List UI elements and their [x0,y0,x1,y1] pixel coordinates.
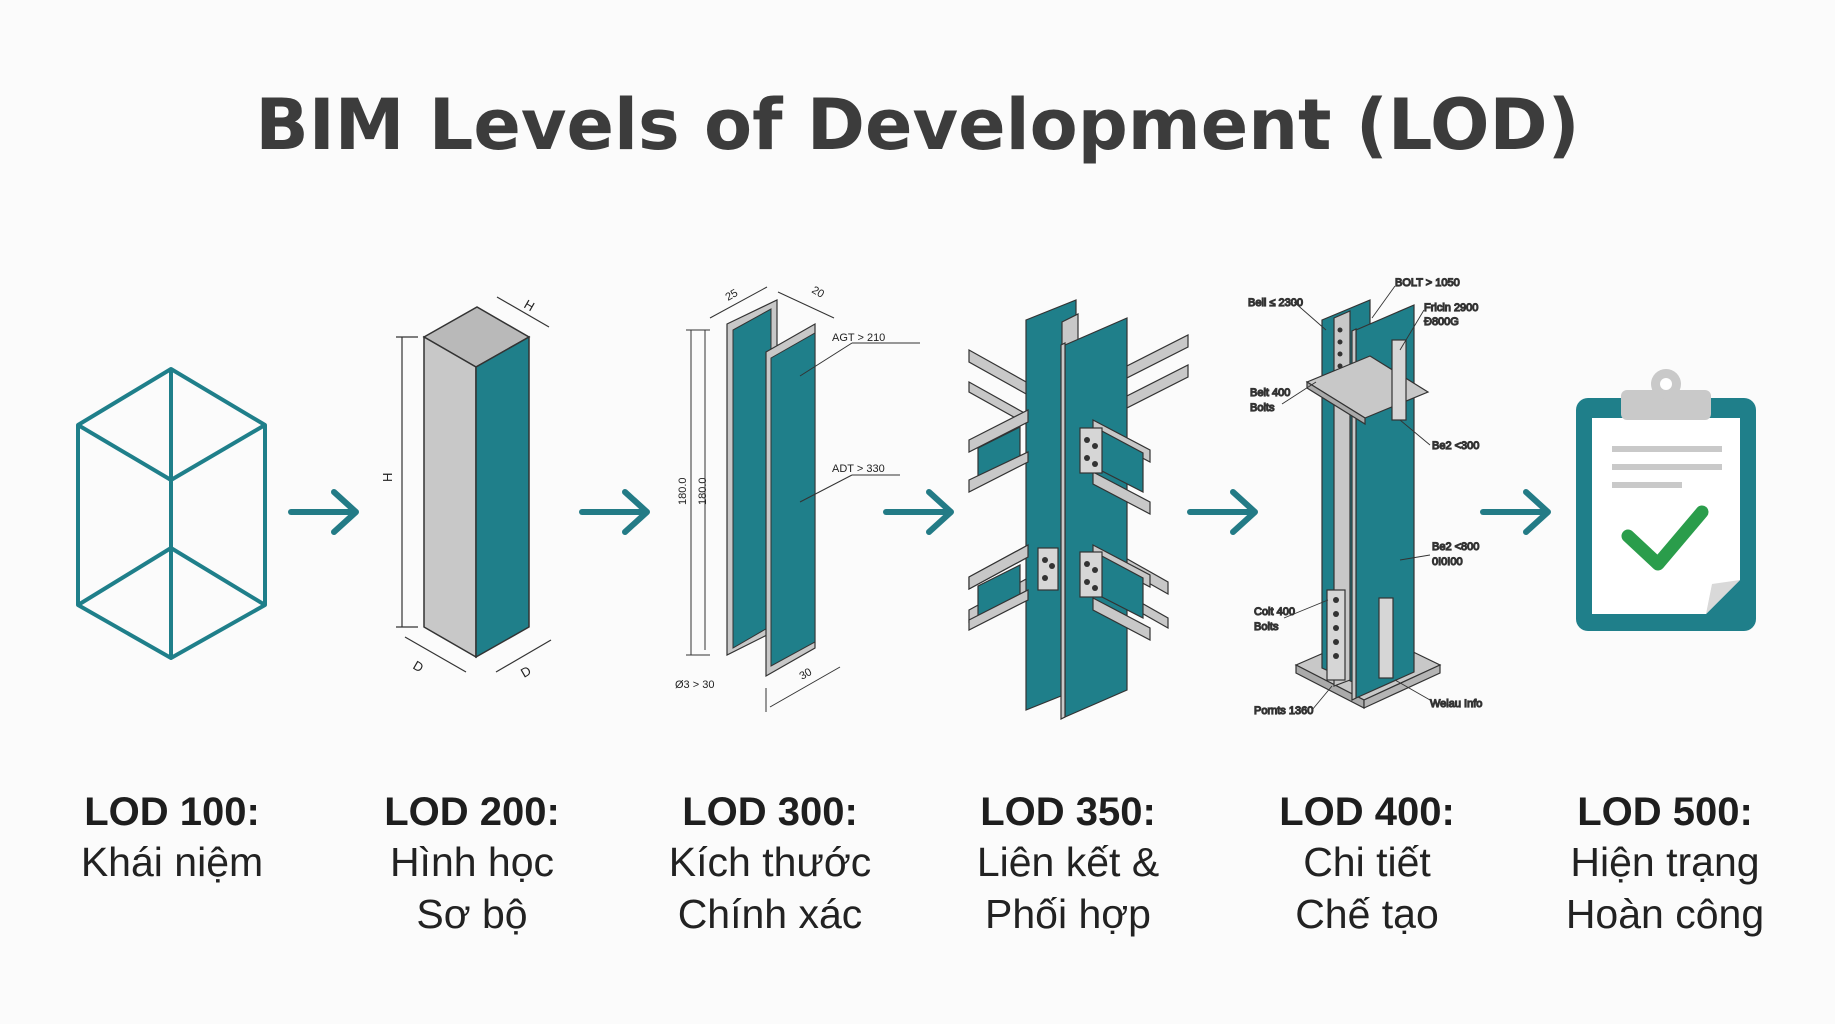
stage-code: LOD 200: [384,790,560,834]
lod300-column: 25 20 180.0 180.0 AGT > 210 ADT > 330 Ø3… [675,284,920,712]
stage-lod100: LOD 100: Khái niệm [22,788,322,888]
lod400-fabrication-detail: Bell ≤ 2300 BOLT > 1050 Fricin 2900 Ð800… [1247,276,1483,717]
lod350-column-with-beams [968,299,1189,720]
stage-lod300: LOD 300: Kích thước Chính xác [620,788,920,940]
stage-line1: Khái niệm [80,839,264,885]
lod400-annotation-belt2: Bolts [1250,402,1275,414]
stage-code: LOD 400: [1279,790,1455,834]
lod400-annotation-colt: Colt 400 [1254,606,1295,618]
lod300-annotation-agt: AGT > 210 [832,332,885,344]
lod300-annotation-adt: ADT > 330 [832,463,885,475]
stage-line2: Hoàn công [1565,891,1765,937]
lod400-annotation-be2a: Be2 <300 [1432,440,1479,452]
arrow-1-icon [288,489,359,535]
arrow-2-icon [579,489,650,535]
lod200-dim-d-right: D [518,663,534,681]
lod400-annotation-be2b: Be2 <800 [1432,541,1479,553]
lod200-dim-h-top: H [522,297,538,315]
page-title: BIM Levels of Development (LOD) [255,84,1580,166]
lod300-dim-bottom-right: 30 [798,666,815,683]
stage-code: LOD 500: [1577,790,1753,834]
stage-lod500: LOD 500: Hiện trạng Hoàn công [1515,788,1815,940]
lod400-annotation-weld: Welau Info [1430,698,1482,710]
lod300-dim-top-left: 25 [724,287,741,304]
lod200-prism: H H D D [380,296,552,681]
arrow-4-icon [1187,489,1258,535]
stage-code: LOD 100: [84,790,260,834]
lod400-annotation-colt2: Bolts [1254,621,1279,633]
stage-line1: Hiện trạng [1570,839,1760,885]
lod300-annotation-bottom-left: Ø3 > 30 [675,679,714,691]
stage-line2: Phối hợp [985,891,1151,937]
stage-lod200: LOD 200: Hình học Sơ bộ [322,788,622,940]
lod500-clipboard-check-icon [1576,369,1756,631]
lod300-dim-vert2: 180.0 [697,477,709,505]
lod200-dim-h-side: H [380,473,395,482]
lod300-dim-vert1: 180.0 [677,477,689,505]
lod400-annotation-belt: Belt 400 [1250,387,1290,399]
lod400-annotation-bolt: BOLT > 1050 [1395,277,1460,289]
arrow-5-icon [1480,489,1551,535]
lod300-dim-top-right: 20 [810,284,827,301]
stage-lod350: LOD 350: Liên kết & Phối hợp [918,788,1218,940]
lod400-annotation-be2b2: 0I0I00 [1432,556,1463,568]
arrow-3-icon [883,489,954,535]
stage-line2: Chế tạo [1295,891,1439,937]
lod400-annotation-bell: Bell ≤ 2300 [1248,297,1303,309]
lod100-wireframe-box-icon [76,367,267,660]
stage-line2: Chính xác [677,891,863,937]
stage-line1: Hình học [389,839,555,885]
lod400-annotation-fricin: Fricin 2900 [1424,302,1478,314]
stage-code: LOD 300: [682,790,858,834]
lod400-annotation-fricin2: Ð800G [1424,316,1459,328]
stage-lod400: LOD 400: Chi tiết Chế tạo [1217,788,1517,940]
stage-code: LOD 350: [980,790,1156,834]
stage-line1: Liên kết & [976,839,1160,885]
stage-line1: Kích thước [668,839,872,885]
stage-line1: Chi tiết [1303,839,1431,885]
lod400-annotation-points: Pornts 1360 [1254,705,1313,717]
stage-line2: Sơ bộ [416,891,528,937]
lod200-dim-d-left: D [411,658,427,676]
